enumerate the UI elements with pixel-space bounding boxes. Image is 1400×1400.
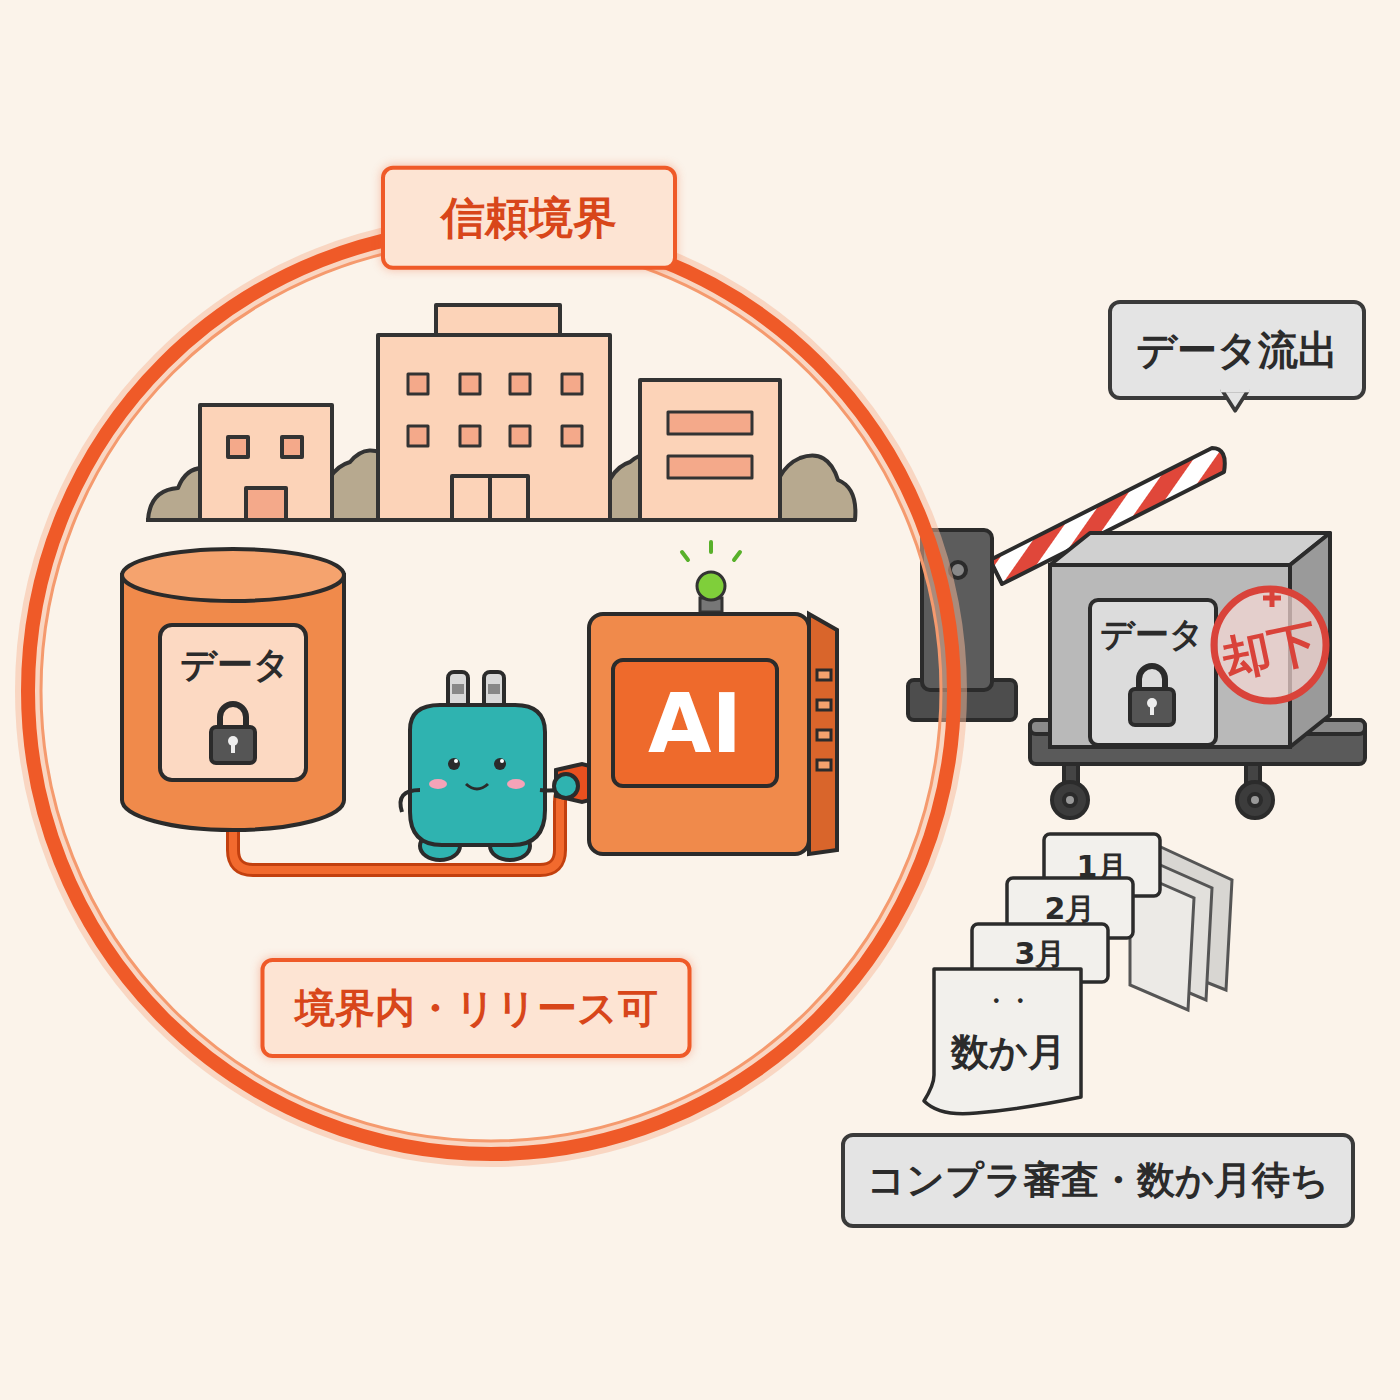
status-light [682, 542, 740, 612]
data-store: データ [118, 545, 348, 835]
plug-mascot [400, 672, 566, 860]
node-shape [118, 545, 348, 835]
month-label: 2月 [1045, 892, 1096, 925]
leak-label: データ流出 [1136, 328, 1338, 372]
ellipsis: ・・ [984, 988, 1032, 1014]
data-crate: データ却下 [1040, 525, 1340, 750]
store-label: データ [180, 645, 290, 685]
crate-label: データ [1100, 616, 1204, 653]
reject-stamp: 却下 [1208, 583, 1332, 707]
ai-label: AI [648, 679, 742, 769]
review-text: コンプラ審査・数か月待ち [867, 1160, 1329, 1202]
ai-server: AI [585, 600, 845, 860]
review-label: コンプラ審査・数か月待ち [841, 1133, 1355, 1228]
boundary-note: 境界内・リリース可 [261, 958, 692, 1058]
calendar-page: ・・数か月 [930, 965, 1085, 1115]
padlock [1130, 666, 1174, 725]
city [146, 305, 856, 520]
boundary-title: 信頼境界 [381, 166, 677, 270]
speech-bubble: データ流出 [1108, 300, 1366, 400]
months-label: 数か月 [951, 1032, 1066, 1074]
month-label: 3月 [1015, 937, 1066, 970]
trust-boundary: 信頼境界境界内・リリース可データAI [20, 220, 962, 1162]
padlock [211, 704, 255, 763]
